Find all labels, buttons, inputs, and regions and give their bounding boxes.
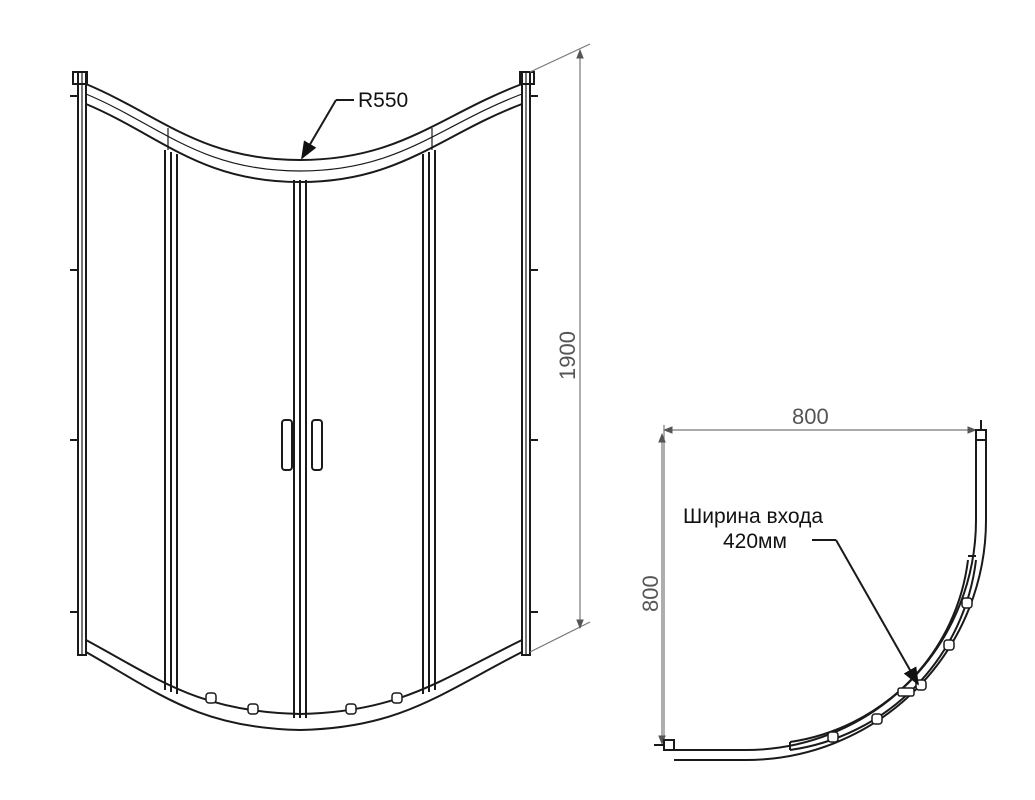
bottom-rail (85, 639, 523, 732)
bottom-rollers (205, 692, 403, 715)
plan-view: 800 800 (638, 404, 987, 761)
front-view: R550 1900 (70, 43, 591, 732)
radius-label: R550 (358, 89, 408, 112)
door-handles (281, 419, 323, 471)
width-dimension: 800 (663, 404, 977, 748)
radius-callout: R550 (301, 89, 408, 160)
side-panels (164, 150, 436, 694)
height-dimension: 1900 (529, 43, 591, 653)
entry-label-line1: Ширина входа (683, 505, 823, 528)
plan-rollers (827, 597, 973, 743)
entry-callout: Ширина входа 420мм (683, 505, 919, 686)
right-post (519, 71, 538, 656)
left-post (70, 71, 88, 656)
height-label: 1900 (555, 331, 580, 380)
top-rail (85, 83, 523, 184)
depth-dimension: 800 (638, 433, 666, 745)
plan-arc (674, 440, 987, 761)
wall-profiles (654, 420, 987, 751)
width-label: 800 (792, 404, 829, 429)
sliding-doors (293, 180, 307, 718)
depth-label: 800 (638, 575, 663, 612)
entry-label-line2: 420мм (723, 530, 787, 553)
